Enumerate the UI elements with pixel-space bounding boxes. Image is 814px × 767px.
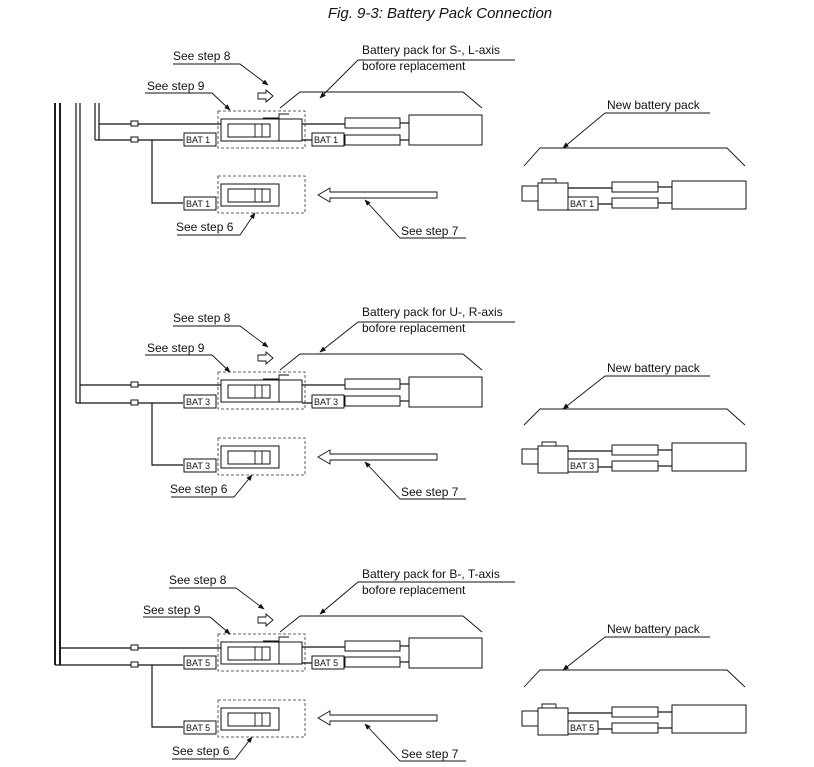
wire-ferrule [130, 136, 139, 143]
old-battery-connector-area [217, 110, 306, 149]
see-step-9-label: See step 9 [147, 341, 205, 355]
see-step-8-label: See step 8 [169, 573, 227, 587]
new-pack-label: New battery pack [607, 622, 701, 636]
see-step-6-label: See step 6 [170, 482, 228, 496]
old-pack-label: Battery pack for B-, T-axis [362, 567, 500, 581]
new-battery-pack: BAT 5 [521, 703, 747, 736]
connector-label: BAT 3 [186, 461, 210, 471]
main-cable-bundle [54, 103, 100, 665]
wire-ferrule [130, 120, 139, 127]
insertion-arrow [317, 187, 438, 203]
old-pack-sublabel: bofore replacement [362, 321, 466, 335]
see-step-8-label: See step 8 [173, 49, 231, 63]
see-step-8-label: See step 8 [173, 311, 231, 325]
old-battery-pack [408, 114, 483, 146]
connector-label: BAT 3 [314, 397, 338, 407]
battery-group-1: BAT 1 BAT 1 BAT 1 See s [95, 43, 747, 239]
see-step-9-label: See step 9 [147, 79, 205, 93]
see-step-6-label: See step 6 [176, 220, 234, 234]
see-step-7-label: See step 7 [401, 747, 459, 761]
new-battery-pack: BAT 3 [521, 441, 747, 474]
connector-label: BAT 5 [570, 723, 594, 733]
bat-label-box [183, 132, 217, 147]
connector-label: BAT 5 [186, 723, 210, 733]
connector-label: BAT 1 [314, 135, 338, 145]
old-pack-sublabel: bofore replacement [362, 59, 466, 73]
old-pack-sublabel: bofore replacement [362, 583, 466, 597]
connector-label: BAT 1 [570, 199, 594, 209]
see-step-6-label: See step 6 [172, 744, 230, 758]
connector-label: BAT 5 [314, 658, 338, 668]
battery-group-3: BAT 5 BAT 5 BAT 5 See step 8 See step 9 [55, 567, 747, 762]
figure-title: Fig. 9-3: Battery Pack Connection [327, 5, 553, 22]
see-step-7-label: See step 7 [401, 224, 459, 238]
old-pack-label: Battery pack for U-, R-axis [362, 305, 503, 319]
new-pack-label: New battery pack [607, 98, 701, 112]
new-pack-label: New battery pack [607, 361, 701, 375]
see-step-9-label: See step 9 [143, 603, 201, 617]
connector-label: BAT 5 [186, 658, 210, 668]
new-battery-pack: BAT 1 [521, 178, 747, 211]
connector-label: BAT 1 [186, 135, 210, 145]
battery-group-2: BAT 3 BAT 3 BAT 3 See step 8 See step 9 [76, 305, 747, 500]
connector-label: BAT 3 [570, 461, 594, 471]
old-pack-label: Battery pack for S-, L-axis [362, 43, 500, 57]
connector-label: BAT 1 [186, 199, 210, 209]
connector-label: BAT 3 [186, 397, 210, 407]
see-step-7-label: See step 7 [401, 485, 459, 499]
